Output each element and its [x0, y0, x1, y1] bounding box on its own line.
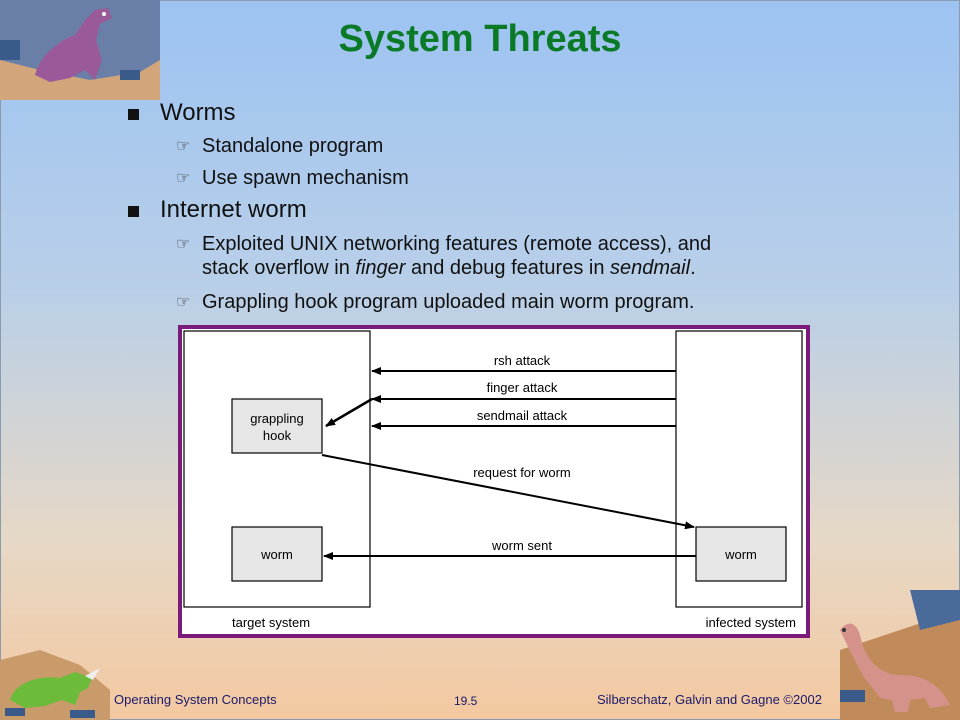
sub-bullet-exploited-line2c: .	[690, 257, 696, 279]
grappling-hook-label-2: hook	[263, 428, 292, 443]
footer-left: Operating System Concepts	[114, 692, 277, 707]
dinosaur-triceratops-icon	[0, 650, 110, 720]
sub-bullet-exploited-line2a: stack overflow in	[202, 257, 356, 279]
finger-attack-label: finger attack	[487, 380, 558, 395]
sub-bullet-spawn: Use spawn mechanism	[202, 167, 409, 189]
request-for-worm-arrow	[321, 454, 695, 530]
dinosaur-trex-icon	[0, 0, 160, 100]
diagram-svg: grappling hook worm worm rsh attack fing…	[183, 330, 803, 630]
slide-title: System Threats	[338, 18, 622, 60]
sub-bullet-exploited: Exploited UNIX networking features (remo…	[202, 232, 822, 280]
grappling-hook-box	[231, 398, 323, 454]
footer-page-number: 19.5	[454, 694, 478, 708]
worm-box-target	[231, 526, 323, 582]
hook-in-arrow	[325, 397, 373, 428]
diagram-canvas: grappling hook worm worm rsh attack fing…	[182, 329, 806, 634]
target-system-label: target system	[232, 615, 310, 630]
dinosaur-brontosaurus-icon	[840, 590, 960, 720]
pointing-hand-icon: ☞	[176, 138, 191, 155]
finger-emphasis: finger	[355, 257, 406, 279]
worm-attack-diagram: grappling hook worm worm rsh attack fing…	[178, 325, 810, 638]
grappling-hook-label-1: grappling	[250, 411, 304, 426]
bullet-worms: Worms	[160, 99, 236, 126]
sendmail-attack-label: sendmail attack	[477, 408, 568, 423]
request-for-worm-label: request for worm	[473, 465, 571, 480]
sub-bullet-exploited-line2b: and debug features in	[405, 257, 611, 279]
worm-label-target: worm	[260, 547, 293, 562]
worm-box-infected	[695, 526, 787, 582]
bullet-square-icon	[128, 206, 139, 217]
pointing-hand-icon: ☞	[176, 170, 191, 187]
sub-bullet-grappling: Grappling hook program uploaded main wor…	[202, 291, 695, 313]
worm-sent-label: worm sent	[491, 538, 552, 553]
sendmail-emphasis: sendmail	[610, 257, 691, 279]
footer-right: Silberschatz, Galvin and Gagne ©2002	[597, 692, 822, 707]
bullet-internet-worm: Internet worm	[160, 196, 307, 223]
sub-bullet-standalone: Standalone program	[202, 135, 384, 157]
infected-system-label: infected system	[706, 615, 796, 630]
bullet-square-icon	[128, 109, 139, 120]
worm-label-infected: worm	[724, 547, 757, 562]
pointing-hand-icon: ☞	[176, 236, 191, 253]
rsh-attack-label: rsh attack	[494, 353, 551, 368]
sub-bullet-exploited-line1: Exploited UNIX networking features (remo…	[202, 233, 712, 255]
pointing-hand-icon: ☞	[176, 294, 191, 311]
